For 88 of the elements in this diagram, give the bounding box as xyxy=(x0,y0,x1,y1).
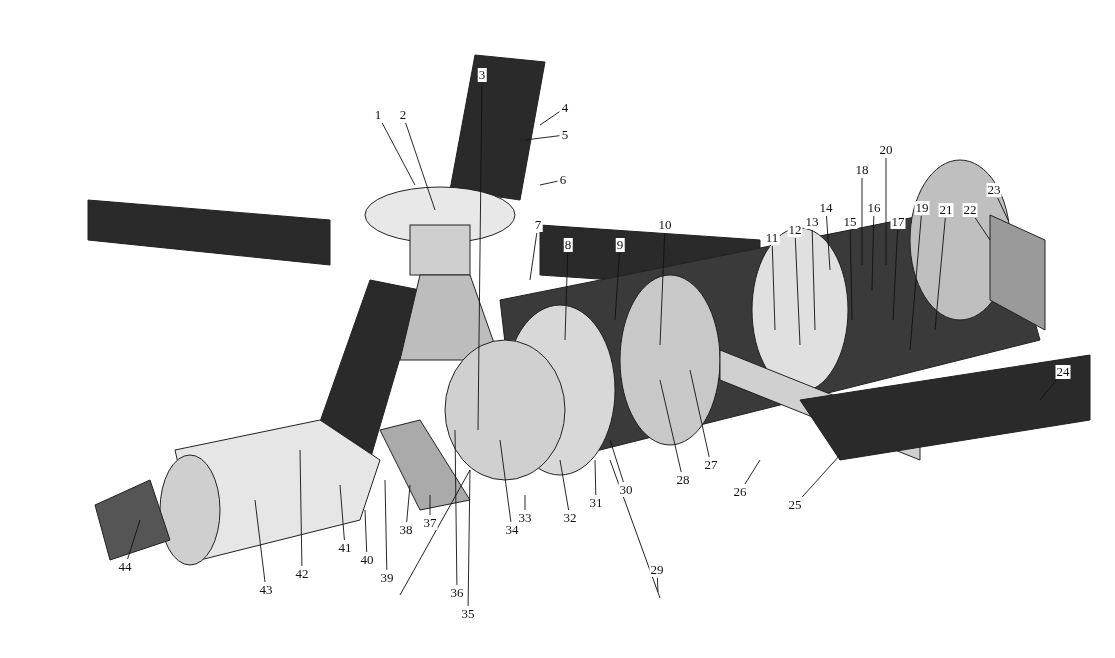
callout-number: 23 xyxy=(986,183,1002,197)
callout-number: 41 xyxy=(337,541,353,555)
callout-number: 34 xyxy=(504,523,520,537)
leader-line xyxy=(826,215,831,271)
leader-line xyxy=(974,217,991,241)
leader-line xyxy=(384,479,388,571)
callout-number: 9 xyxy=(615,238,625,252)
leader-line xyxy=(564,252,569,341)
leader-line xyxy=(254,499,266,583)
leader-line xyxy=(909,215,922,351)
callout-number: 13 xyxy=(804,215,820,229)
leader-line xyxy=(539,111,560,126)
callout-number: 42 xyxy=(294,567,310,581)
callout-number: 15 xyxy=(842,215,858,229)
callout-number: 19 xyxy=(914,201,930,215)
callout-number: 12 xyxy=(787,223,803,237)
leader-line xyxy=(539,180,558,186)
callout-number: 11 xyxy=(764,231,780,245)
leader-line xyxy=(871,215,875,291)
callout-number: 18 xyxy=(854,163,870,177)
callout-number: 14 xyxy=(818,201,834,215)
callout-number: 31 xyxy=(588,496,604,510)
leader-line xyxy=(997,197,1009,221)
leader-line xyxy=(364,509,368,553)
leader-line xyxy=(614,252,620,321)
leader-line xyxy=(299,449,303,567)
leader-line xyxy=(405,122,436,211)
leader-line xyxy=(861,177,863,266)
callout-number: 7 xyxy=(533,218,543,232)
callout-number: 43 xyxy=(258,583,274,597)
callout-number: 21 xyxy=(938,203,954,217)
callout-number: 20 xyxy=(878,143,894,157)
callout-number: 16 xyxy=(866,201,882,215)
leader-line xyxy=(934,217,946,331)
leader-line xyxy=(339,484,345,541)
callout-number: 25 xyxy=(787,498,803,512)
callout-number: 44 xyxy=(117,560,133,574)
callout-number: 33 xyxy=(517,511,533,525)
leader-line xyxy=(406,484,411,523)
leader-line xyxy=(801,454,841,498)
leader-line xyxy=(559,459,570,511)
callout-number: 27 xyxy=(703,458,719,472)
leader-line xyxy=(659,232,666,346)
leader-line xyxy=(477,82,483,431)
leader-line xyxy=(609,439,624,483)
callout-number: 37 xyxy=(422,516,438,530)
callout-number: 5 xyxy=(560,128,570,142)
leader-line xyxy=(524,494,526,511)
callout-number: 6 xyxy=(558,173,568,187)
leader-line xyxy=(381,122,416,186)
leader-line xyxy=(529,232,538,281)
leader-line xyxy=(524,135,560,141)
callout-number: 4 xyxy=(560,101,570,115)
callout-number: 39 xyxy=(379,571,395,585)
leader-line xyxy=(794,237,801,346)
leader-line xyxy=(892,229,899,321)
leader-line xyxy=(499,439,512,523)
callout-number: 8 xyxy=(563,238,573,252)
leader-line xyxy=(849,229,853,321)
callout-number: 17 xyxy=(890,215,906,229)
leader-line xyxy=(689,369,710,458)
callout-number: 38 xyxy=(398,523,414,537)
leader-line xyxy=(467,469,471,607)
leader-line xyxy=(127,519,141,560)
callout-number: 24 xyxy=(1055,365,1071,379)
callout-number: 3 xyxy=(477,68,487,82)
leader-line xyxy=(659,379,682,473)
leader-line xyxy=(594,459,597,496)
callout-number: 2 xyxy=(398,108,408,122)
leader-line xyxy=(656,577,659,593)
leader-line xyxy=(454,429,458,586)
leader-line xyxy=(429,494,431,516)
callout-number: 40 xyxy=(359,553,375,567)
callout-number: 10 xyxy=(657,218,673,232)
callout-number: 35 xyxy=(460,607,476,621)
callout-number: 32 xyxy=(562,511,578,525)
leader-line xyxy=(1039,379,1057,401)
callout-number: 30 xyxy=(618,483,634,497)
callout-number: 28 xyxy=(675,473,691,487)
leader-line xyxy=(771,245,776,331)
callout-number: 29 xyxy=(649,563,665,577)
leader-line xyxy=(744,459,761,485)
callout-number: 26 xyxy=(732,485,748,499)
callout-number: 1 xyxy=(373,108,383,122)
callout-number: 36 xyxy=(449,586,465,600)
callout-number: 22 xyxy=(962,203,978,217)
leader-line xyxy=(811,229,816,331)
leader-line xyxy=(885,157,887,266)
